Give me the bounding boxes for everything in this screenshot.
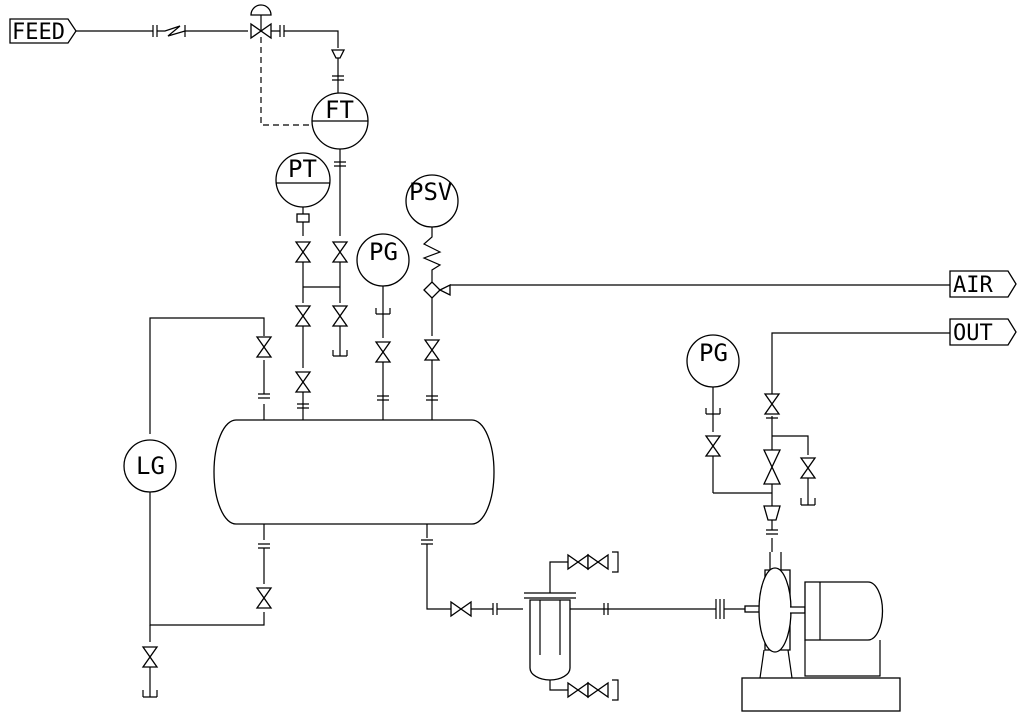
out-label: OUT <box>953 321 993 346</box>
ft-instrument: FT <box>311 92 369 150</box>
psv-spring-icon <box>422 227 442 282</box>
air-offpage-connector: AIR <box>949 270 1017 298</box>
pg-vessel-label: PG <box>369 238 398 266</box>
pg-pump-instrument: PG <box>686 334 740 388</box>
psv-instrument: PSV <box>405 174 459 228</box>
out-offpage-connector: OUT <box>949 318 1017 346</box>
psv-label: PSV <box>409 178 452 206</box>
pump-check-valve <box>762 449 782 485</box>
control-valve <box>250 4 272 39</box>
pg-vessel-instrument: PG <box>356 233 410 287</box>
centrifugal-pump <box>744 552 793 679</box>
control-signal-line <box>260 37 314 126</box>
feed-line <box>76 4 346 96</box>
valve-actuator-icon <box>250 4 272 16</box>
reducer-icon <box>330 49 346 59</box>
pump-motor <box>790 581 884 677</box>
feed-check-valve <box>157 25 248 37</box>
ft-label: FT <box>325 96 354 124</box>
lg-instrument: LG <box>123 439 177 493</box>
lg-label: LG <box>136 452 165 480</box>
horizontal-vessel <box>213 419 495 525</box>
psv-body-icon <box>423 281 441 299</box>
pt-label: PT <box>288 155 317 183</box>
basket-strainer <box>524 551 619 701</box>
pump-skid <box>741 677 901 712</box>
pg-pump-label: PG <box>699 339 728 367</box>
pt-instrument: PT <box>275 152 331 208</box>
air-label: AIR <box>953 273 993 298</box>
feed-label: FEED <box>12 20 65 45</box>
feed-offpage-connector: FEED <box>9 18 77 45</box>
